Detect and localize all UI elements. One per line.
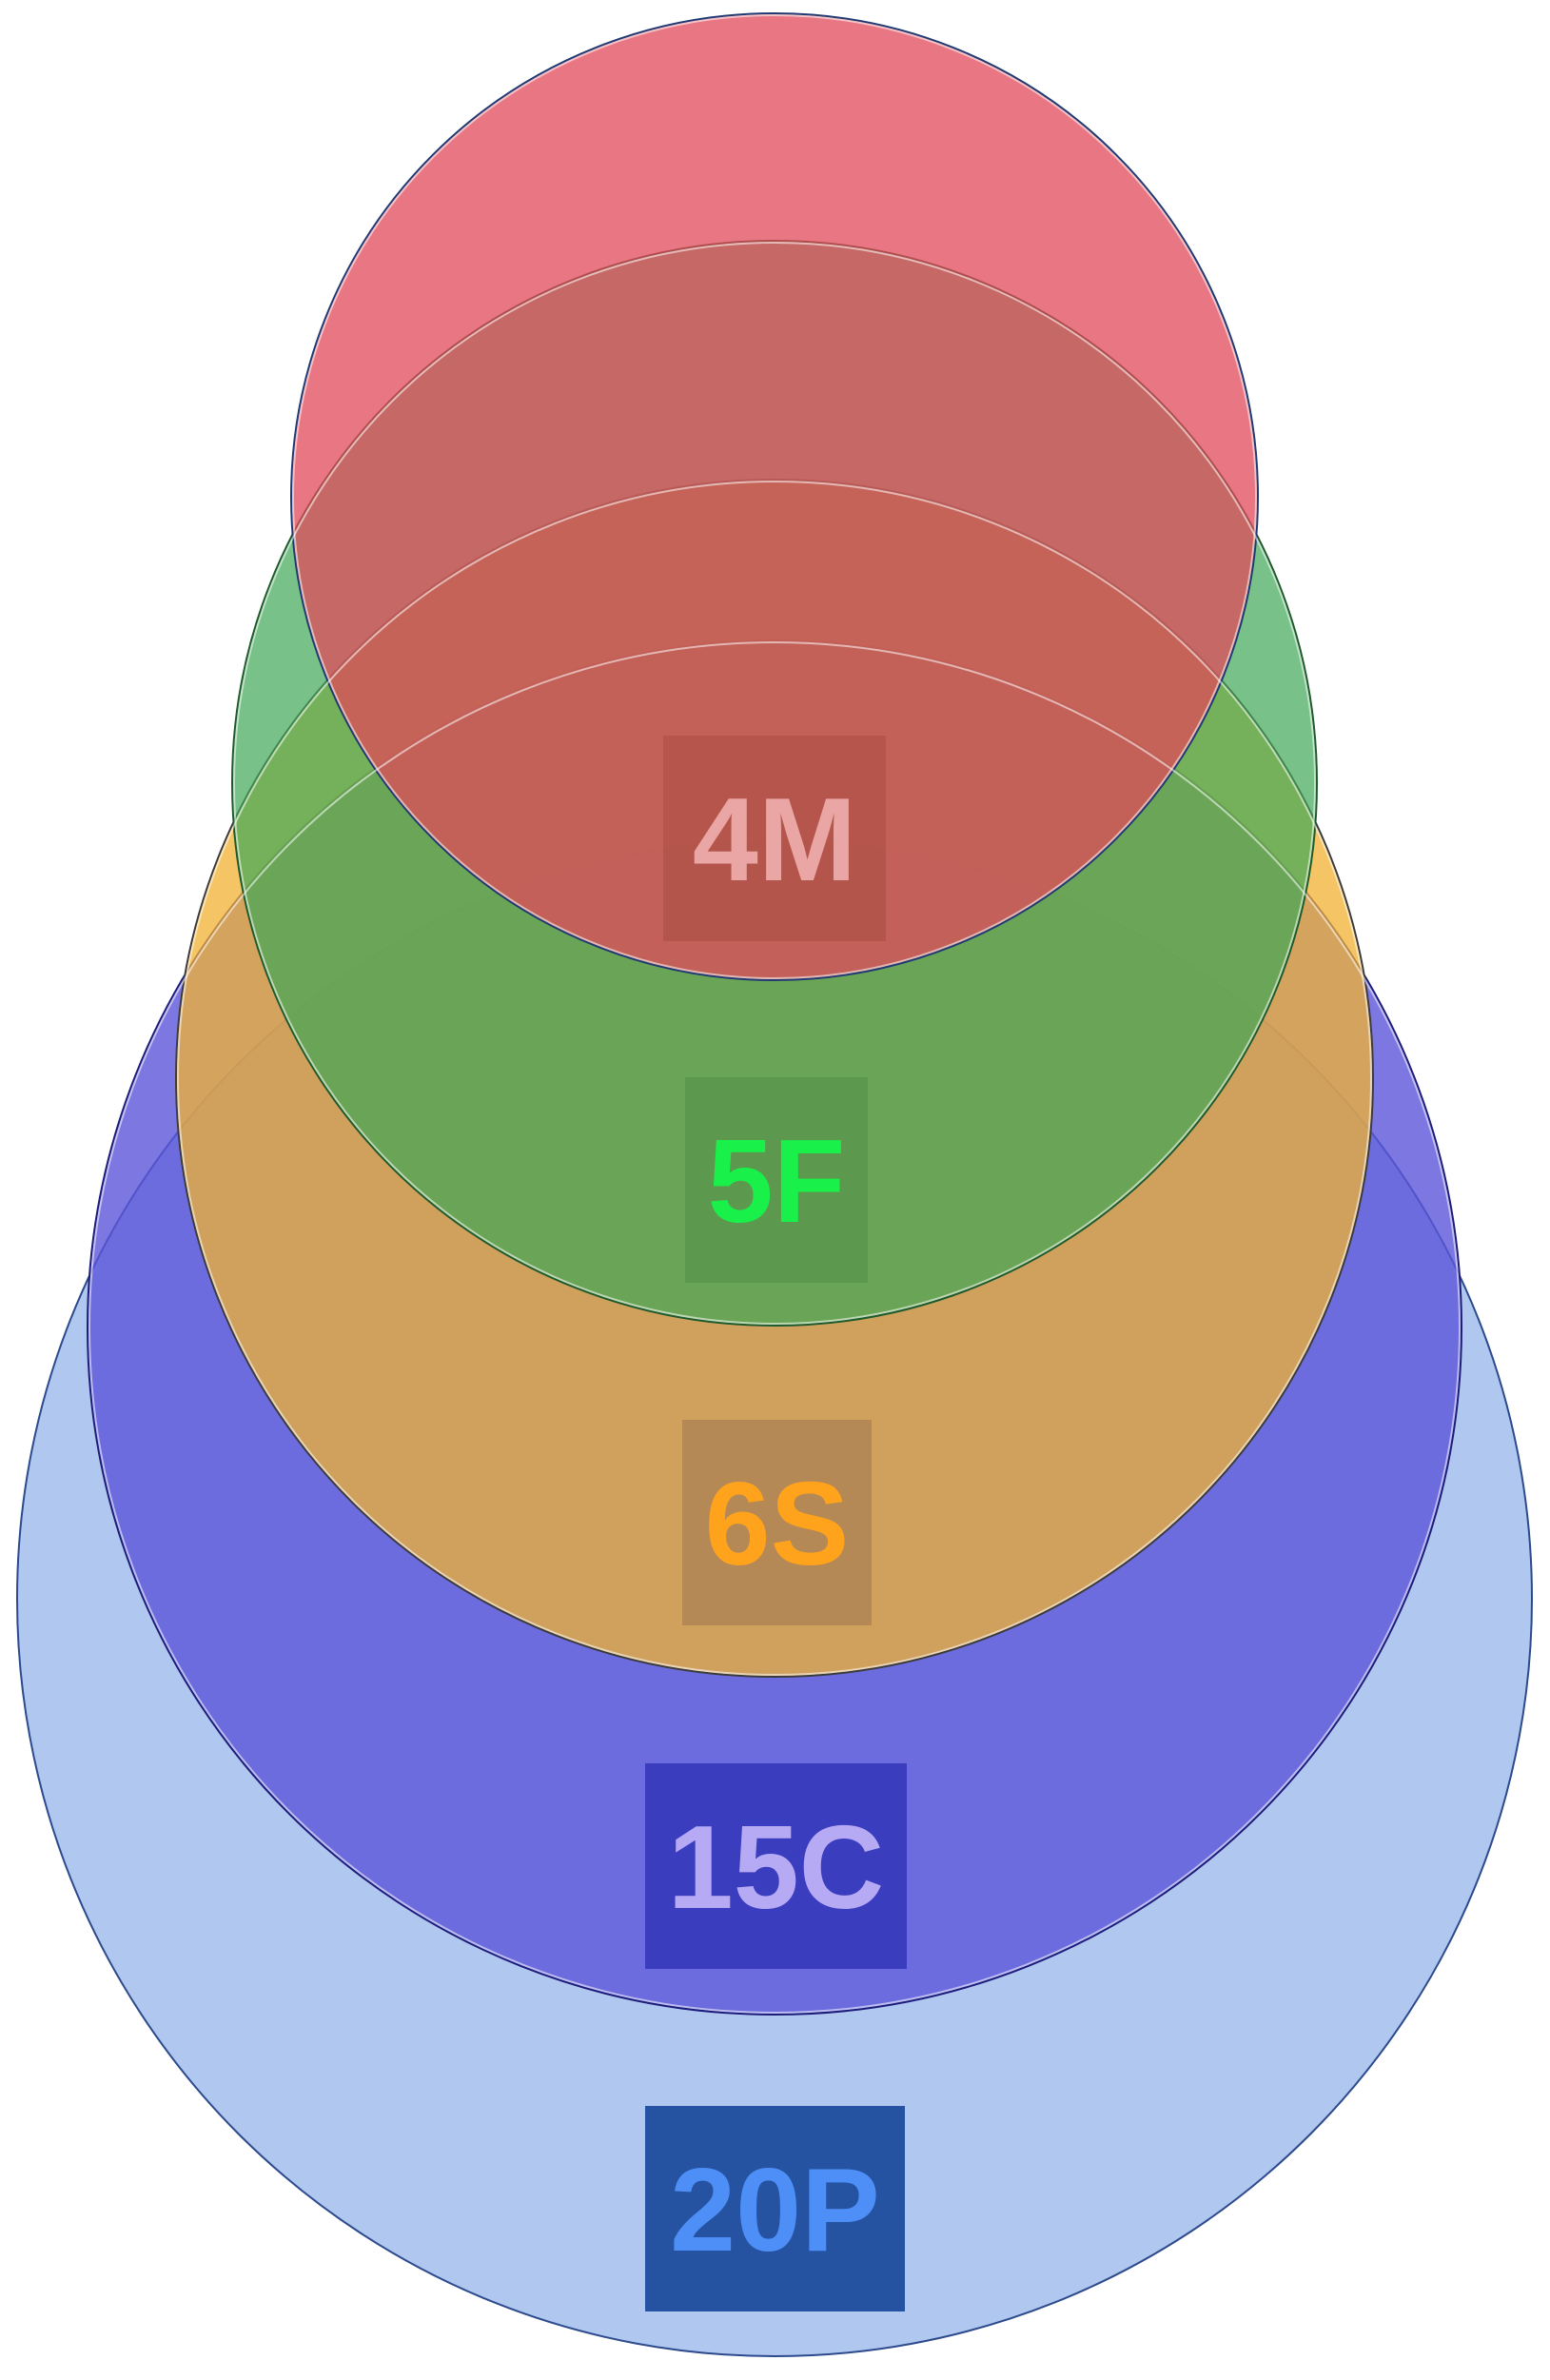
label-6s: 6S <box>705 1459 850 1590</box>
label-layer-group: 20P 15C 6S 5F 4M <box>645 736 907 2311</box>
label-20p: 20P <box>670 2145 880 2276</box>
label-box-6s <box>682 1420 872 1625</box>
circle-rim-4m <box>292 14 1257 979</box>
label-4m: 4M <box>693 775 856 906</box>
label-box-5f <box>685 1077 868 1283</box>
label-5f: 5F <box>708 1116 846 1248</box>
circle-rim-5f <box>233 242 1316 1325</box>
label-box-4m <box>663 736 886 941</box>
circle-rim-6s <box>177 481 1372 1676</box>
label-box-15c <box>645 1763 907 1969</box>
circle-4m <box>290 12 1259 981</box>
circle-rim-15c <box>88 641 1461 2014</box>
label-box-20p <box>645 2106 905 2311</box>
label-15c: 15C <box>668 1802 884 1934</box>
